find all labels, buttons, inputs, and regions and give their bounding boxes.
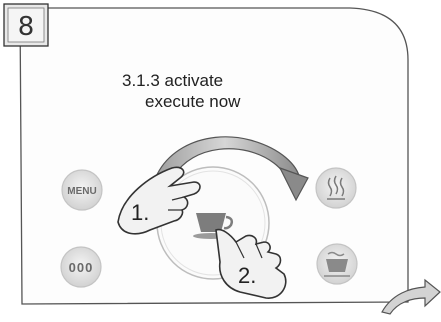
instruction-line-1: 3.1.3 activate: [122, 71, 223, 90]
callout-step-2: 2.: [238, 263, 256, 288]
three-dots-button-label: 000: [69, 260, 94, 275]
three-dots-button[interactable]: 000: [61, 247, 101, 287]
step-number-box: 8: [4, 4, 48, 46]
steam-button[interactable]: [316, 168, 356, 208]
menu-button-label: MENU: [67, 186, 96, 197]
menu-button[interactable]: MENU: [62, 170, 102, 210]
callout-step-1: 1.: [131, 200, 149, 225]
step-number: 8: [18, 12, 35, 42]
hot-water-button[interactable]: [317, 244, 357, 284]
instruction-line-2: execute now: [145, 92, 241, 111]
